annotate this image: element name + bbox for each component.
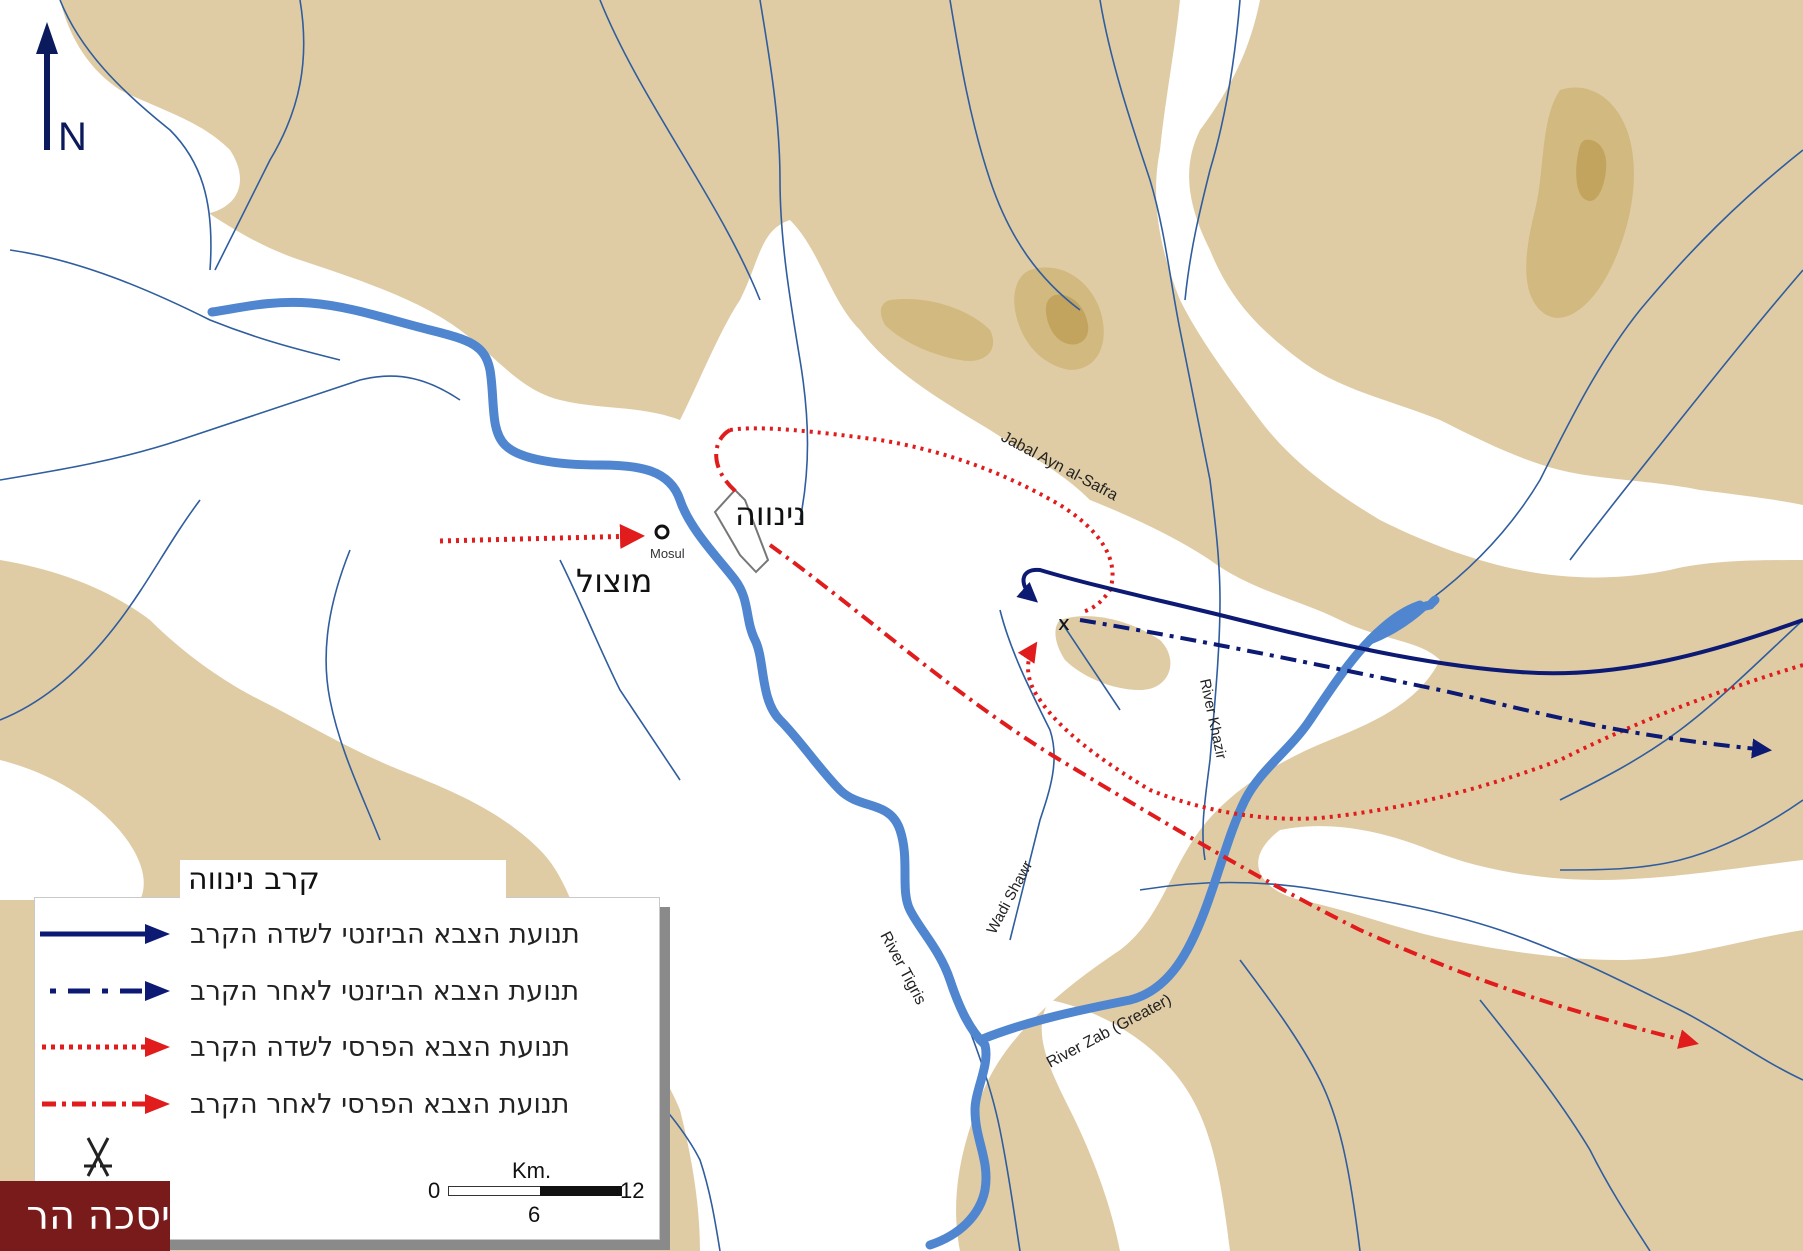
byzantine-route-after [1079, 618, 1772, 759]
highland-ridge-battle [1055, 616, 1171, 690]
highland-ridge-west [880, 299, 994, 361]
scale-bar-black [540, 1186, 622, 1196]
credit-banner: יסכה הר [0, 1181, 170, 1251]
legend-swatch-persian-dotted [42, 1037, 170, 1057]
legend-swatch-persian-dashdot [42, 1094, 170, 1114]
persian-route-west [439, 524, 645, 549]
river-zab [975, 595, 1440, 1045]
lowland-southwest [0, 760, 144, 900]
legend-row-byzantine-after: תנועת הצבא הביזנטי לאחר הקרב [40, 972, 650, 1018]
crossed-swords-icon [84, 1137, 112, 1177]
byzantine-route-to-battle [1016, 567, 1803, 676]
north-label: N [58, 115, 87, 159]
north-arrow-icon [36, 22, 58, 150]
legend-label: תנועת הצבא הפרסי לשדה הקרב [180, 1032, 581, 1063]
legend-title: קרב נינווה [188, 862, 320, 897]
lowland-east [1156, 0, 1803, 578]
persian-route-after-head [714, 428, 742, 497]
legend-row-persian-after: תנועת הצבא הפרסי לאחר הקרב [40, 1085, 650, 1131]
legend-label: תנועת הצבא הפרסי לאחר הקרב [180, 1089, 580, 1120]
lowland-southeast [1258, 826, 1803, 960]
label-mosul-hebrew: מוצול [576, 562, 652, 600]
scale-max: 12 [620, 1178, 645, 1203]
peak-northeast [1576, 139, 1607, 201]
lowland-north [0, 0, 240, 216]
mosul-marker [654, 524, 670, 540]
scale-mid: 6 [528, 1202, 541, 1227]
label-nineveh: נינווה [735, 495, 806, 533]
legend-label: תנועת הצבא הביזנטי לשדה הקרב [180, 919, 590, 950]
legend-row-byzantine-to-battle: תנועת הצבא הביזנטי לשדה הקרב [40, 915, 650, 961]
legend-row-persian-to-battle: תנועת הצבא הפרסי לשדה הקרב [40, 1028, 650, 1074]
legend-label: תנועת הצבא הביזנטי לאחר הקרב [180, 976, 590, 1007]
river-zab-upper [1365, 601, 1429, 645]
peak-jabal [1045, 294, 1089, 345]
highland-northeast [1526, 87, 1634, 318]
legend-row-battle [40, 1128, 650, 1177]
lowland-south [1041, 1000, 1230, 1251]
lowland-west [0, 159, 1440, 1251]
scale-unit: Km. [512, 1158, 552, 1183]
persian-route-after [768, 543, 1699, 1049]
battle-marker: x [1058, 611, 1070, 635]
persian-route-south-loop [1017, 641, 1803, 821]
river-tigris [207, 297, 991, 1250]
legend-title-box [180, 860, 506, 908]
scale-bar-white [448, 1186, 542, 1196]
legend-swatch-byzantine-dashdot [50, 981, 170, 1001]
scale-bar: Km. 0 12 6 [420, 1158, 660, 1228]
legend-swatch-byzantine-solid [40, 924, 170, 944]
label-mosul-small: Mosul [650, 546, 685, 561]
scale-min: 0 [428, 1178, 441, 1203]
